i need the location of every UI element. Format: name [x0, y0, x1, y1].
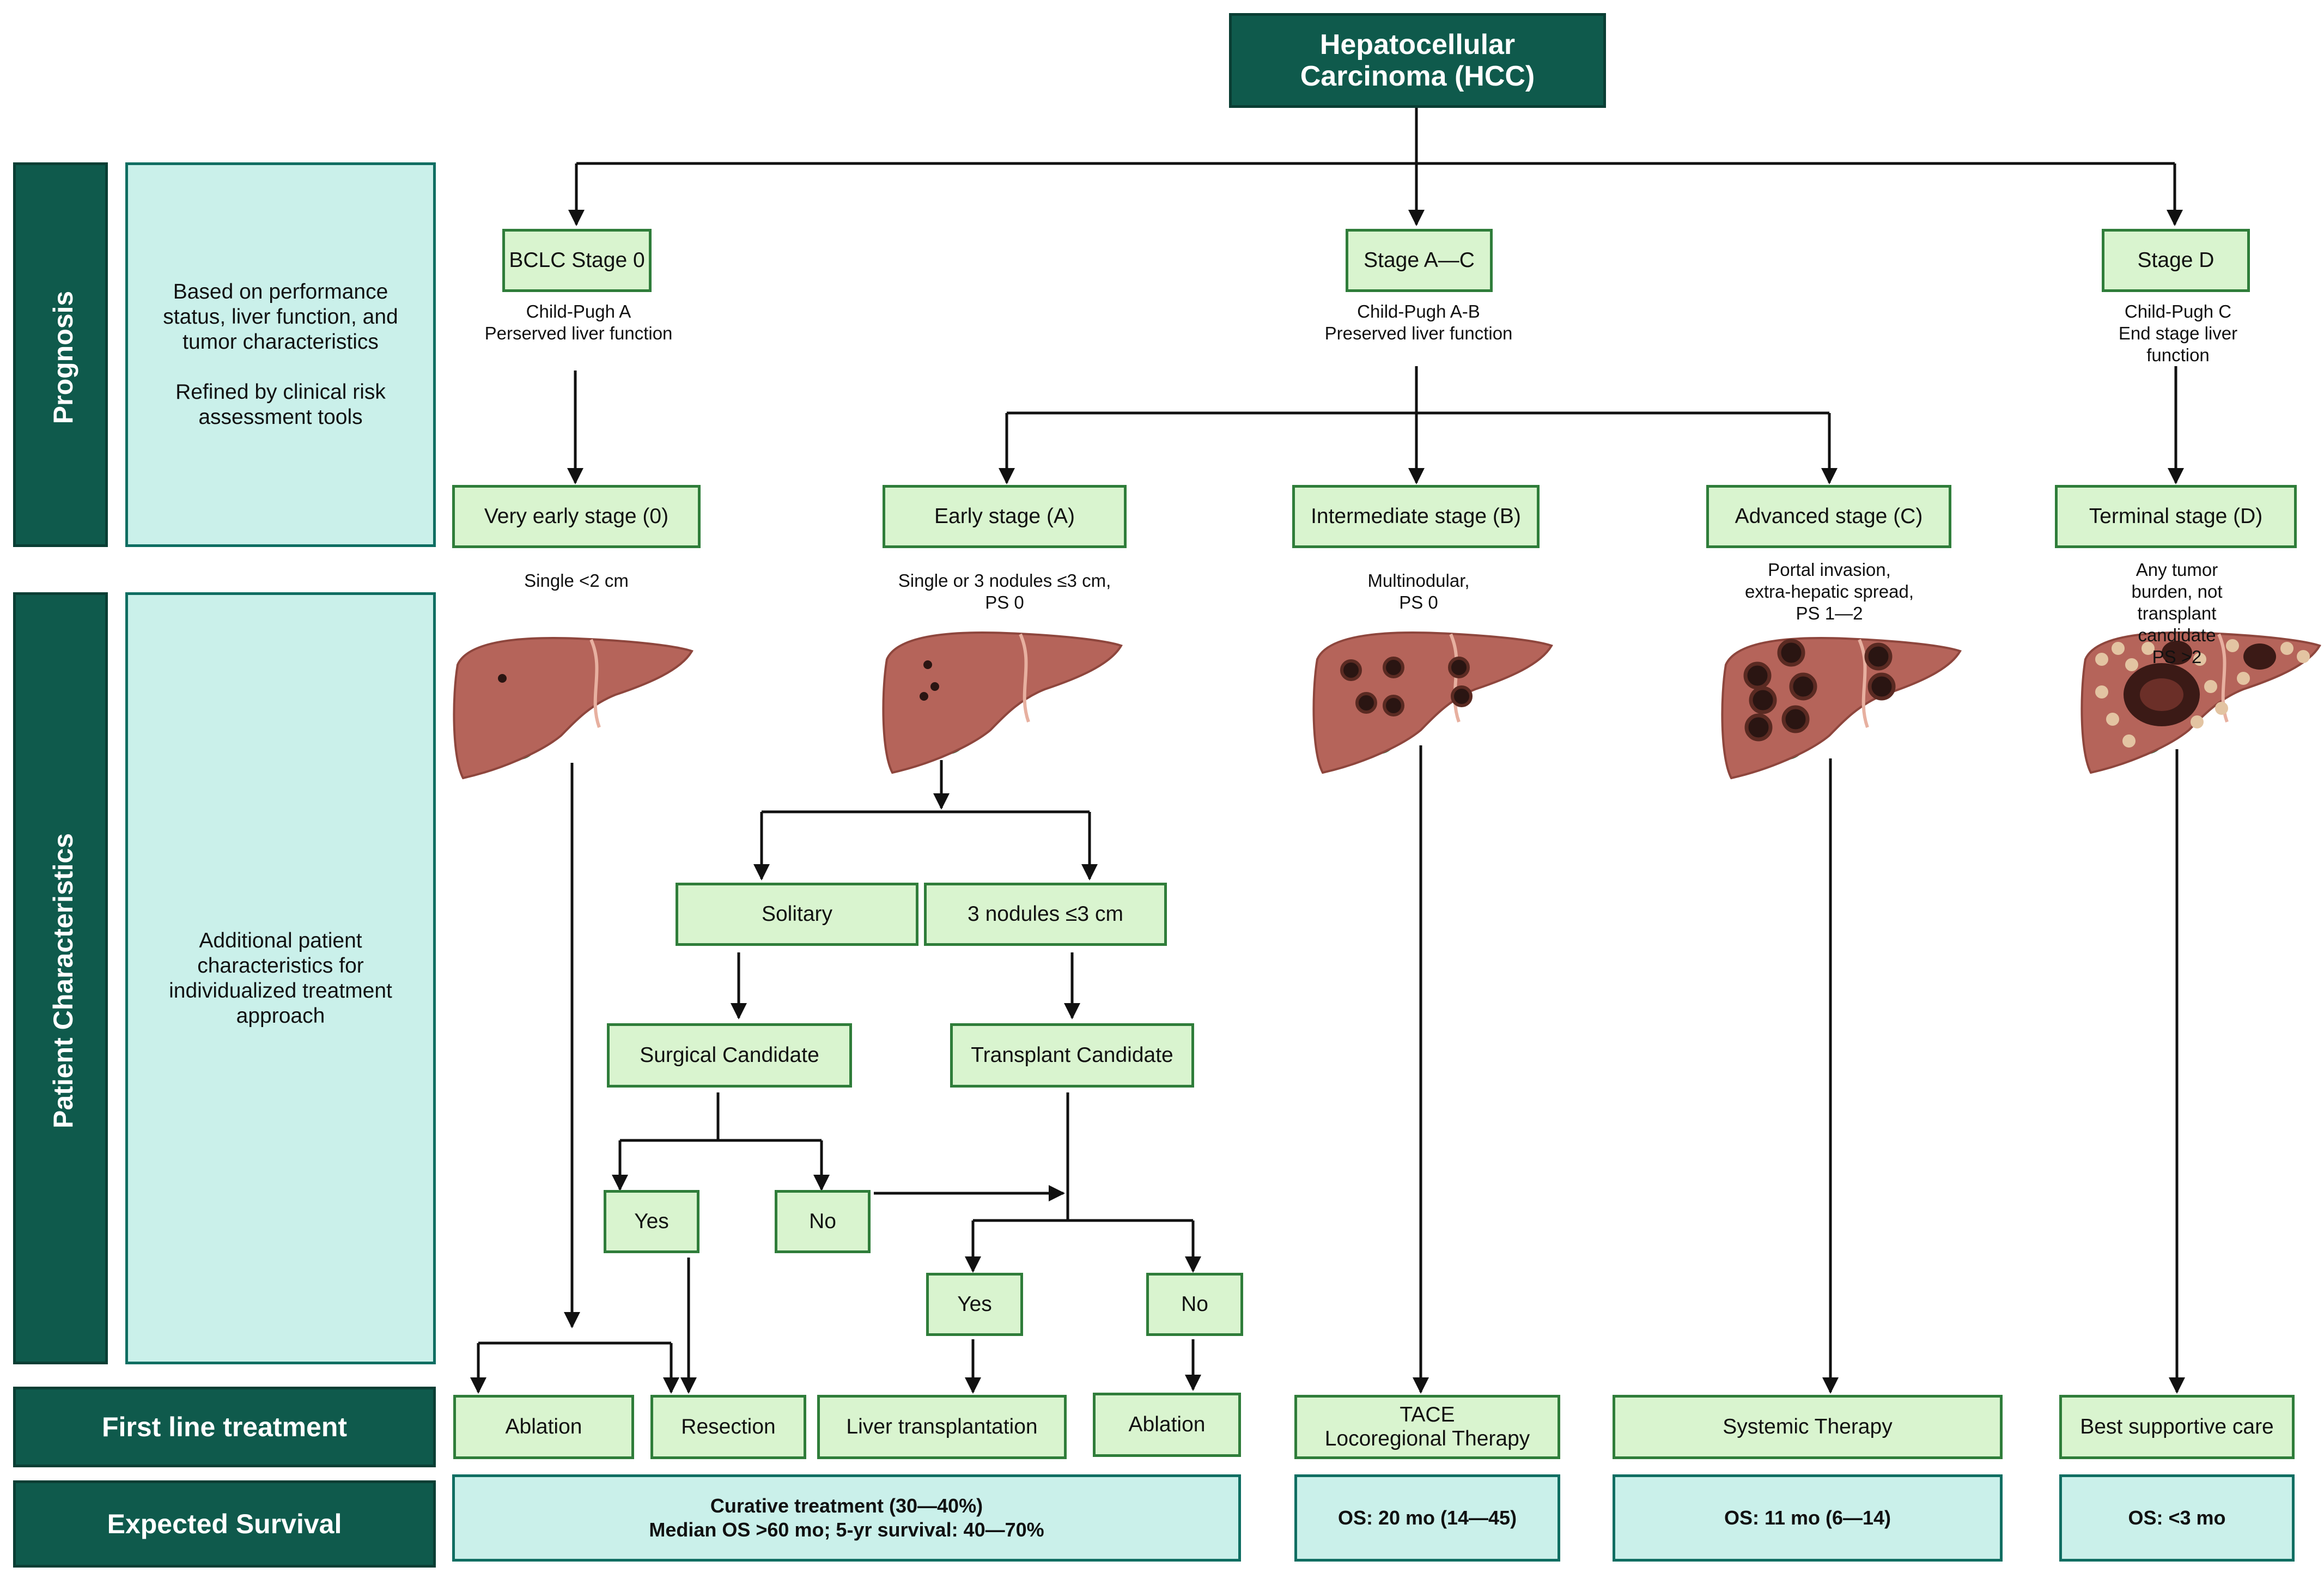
- patient-characteristics-sidebar: Patient Characteristics: [13, 592, 108, 1364]
- ablation-treatment-box-2: Ablation: [1093, 1393, 1241, 1457]
- systemic-therapy-box: Systemic Therapy: [1613, 1395, 2003, 1459]
- bclc-stage-a-c-note: Child-Pugh A-B Preserved liver function: [1324, 301, 1513, 343]
- bclc-stage-d-box: Stage D: [2102, 229, 2250, 292]
- transplant-yes-box: Yes: [926, 1273, 1023, 1336]
- prognosis-label: Prognosis: [48, 290, 78, 424]
- transplant-no-box: No: [1146, 1273, 1243, 1336]
- resection-treatment-box: Resection: [650, 1395, 806, 1459]
- liver-very-early-image: [454, 638, 692, 778]
- very-early-stage-box: Very early stage (0): [452, 485, 701, 548]
- liver-advanced-image: [1722, 638, 1960, 778]
- advanced-stage-box: Advanced stage (C): [1706, 485, 1951, 548]
- liver-transplantation-treatment-box: Liver transplantation: [817, 1395, 1067, 1459]
- surgical-candidate-box: Surgical Candidate: [607, 1023, 852, 1088]
- intermediate-survival-box: OS: 20 mo (14—45): [1294, 1474, 1560, 1562]
- surgical-yes-box: Yes: [604, 1190, 699, 1253]
- advanced-survival-box: OS: 11 mo (6—14): [1613, 1474, 2003, 1562]
- terminal-stage-note: Any tumor burden, not transplant candida…: [2131, 560, 2223, 667]
- curative-survival-box: Curative treatment (30—40%) Median OS >6…: [452, 1474, 1241, 1562]
- liver-intermediate-image: [1313, 633, 1552, 773]
- expected-survival-label: Expected Survival: [13, 1480, 436, 1568]
- first-line-treatment-label: First line treatment: [13, 1387, 436, 1467]
- early-stage-note: Single or 3 nodules ≤3 cm, PS 0: [898, 570, 1111, 612]
- patient-characteristics-description: Additional patient characteristics for i…: [125, 592, 436, 1364]
- bclc-stage-d-note: Child-Pugh C End stage liver function: [2118, 301, 2238, 365]
- terminal-stage-box: Terminal stage (D): [2055, 485, 2297, 548]
- bclc-stage-0-box: BCLC Stage 0: [502, 229, 652, 292]
- intermediate-stage-note: Multinodular, PS 0: [1367, 570, 1470, 612]
- transplant-candidate-box: Transplant Candidate: [950, 1023, 1194, 1088]
- prognosis-sidebar: Prognosis: [13, 162, 108, 547]
- bclc-stage-a-c-box: Stage A—C: [1346, 229, 1493, 292]
- very-early-stage-note: Single <2 cm: [524, 570, 629, 591]
- prognosis-description: Based on performance status, liver funct…: [125, 162, 436, 547]
- solitary-box: Solitary: [676, 883, 918, 946]
- bclc-stage-0-note: Child-Pugh A Perserved liver function: [484, 301, 673, 343]
- terminal-survival-box: OS: <3 mo: [2059, 1474, 2295, 1562]
- tace-treatment-box: TACE Locoregional Therapy: [1294, 1395, 1560, 1459]
- surgical-no-box: No: [775, 1190, 871, 1253]
- early-stage-box: Early stage (A): [883, 485, 1127, 548]
- liver-early-image: [883, 633, 1121, 773]
- liver-terminal-image: [2082, 633, 2320, 773]
- patient-characteristics-label: Patient Characteristics: [48, 833, 78, 1128]
- intermediate-stage-box: Intermediate stage (B): [1292, 485, 1540, 548]
- root-hcc-box: Hepatocellular Carcinoma (HCC): [1229, 13, 1606, 108]
- advanced-stage-note: Portal invasion, extra-hepatic spread, P…: [1744, 560, 1914, 623]
- best-supportive-care-box: Best supportive care: [2059, 1395, 2295, 1459]
- ablation-treatment-box: Ablation: [453, 1395, 634, 1459]
- three-nodules-box: 3 nodules ≤3 cm: [924, 883, 1167, 946]
